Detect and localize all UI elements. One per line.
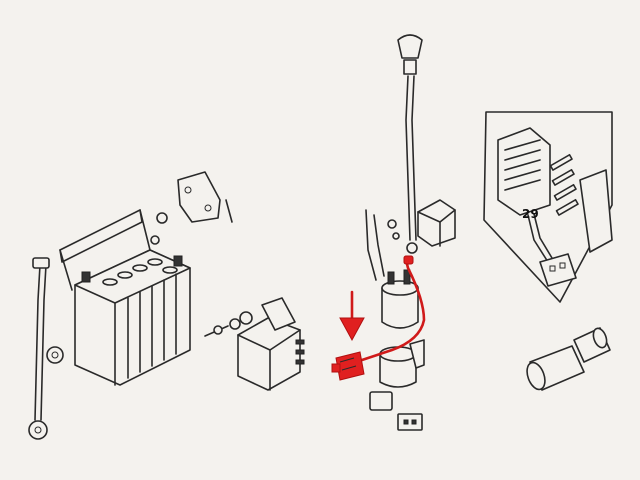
battery bbox=[59, 209, 191, 386]
grommet bbox=[46, 346, 64, 364]
mounting-bracket bbox=[150, 171, 233, 245]
connector-boxes bbox=[369, 391, 423, 431]
regulator bbox=[204, 297, 305, 391]
cylinder-part bbox=[526, 327, 611, 391]
highlighted-connector bbox=[331, 351, 365, 381]
highlighted-wire bbox=[360, 255, 426, 362]
ground-cable bbox=[28, 257, 50, 440]
positive-cable bbox=[397, 34, 423, 254]
starter-solenoid bbox=[365, 209, 419, 329]
callout-number: 29 bbox=[522, 207, 539, 221]
small-relay bbox=[387, 199, 456, 247]
fusebox-inset: 29 bbox=[483, 111, 613, 303]
red-arrow-icon bbox=[339, 290, 365, 342]
